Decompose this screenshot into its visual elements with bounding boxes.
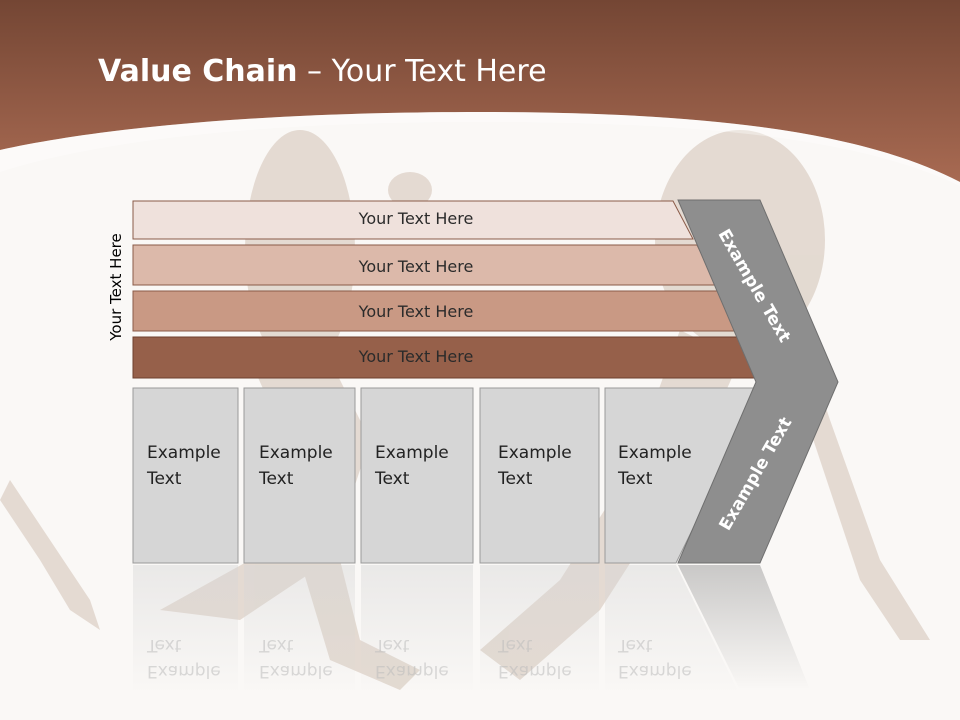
box-label-3-line1: Example — [375, 443, 449, 463]
box-label-4-line2: Text — [498, 469, 533, 489]
box-label-2-line1: Example — [259, 443, 333, 463]
box-label-2: Example Text — [259, 440, 333, 492]
band-label-4: Your Text Here — [358, 347, 474, 366]
box-label-5-line2: Text — [618, 469, 653, 489]
band-label-3: Your Text Here — [358, 302, 474, 321]
header-highlight — [0, 112, 960, 186]
box-label-3-line2: Text — [375, 469, 410, 489]
box-label-1-line2: Text — [147, 469, 182, 489]
title-rest: – Your Text Here — [297, 54, 547, 89]
box-shape-2 — [243, 387, 356, 564]
box-label-1: Example Text — [147, 440, 221, 492]
band-shape-1 — [132, 200, 694, 240]
box-shape-1 — [132, 387, 239, 564]
title-bold: Value Chain — [98, 54, 298, 89]
slide-title: Value Chain – Your Text Here — [98, 54, 547, 89]
box-label-4-line1: Example — [498, 443, 572, 463]
chevron-shape — [677, 199, 839, 564]
box-label-5: Example Text — [618, 440, 692, 492]
band-label-2: Your Text Here — [358, 257, 474, 276]
box-shape-4 — [479, 387, 600, 564]
box-shape-5 — [604, 387, 763, 564]
box-label-1-line1: Example — [147, 443, 221, 463]
box-label-4: Example Text — [498, 440, 572, 492]
box-label-2-line2: Text — [259, 469, 294, 489]
box-label-3: Example Text — [375, 440, 449, 492]
band-label-1: Your Text Here — [358, 209, 474, 228]
reflection-shapes — [133, 565, 810, 695]
box-label-5-line1: Example — [618, 443, 692, 463]
header-wave — [0, 0, 960, 182]
side-label: Your Text Here — [107, 233, 125, 341]
box-shape-3 — [360, 387, 474, 564]
